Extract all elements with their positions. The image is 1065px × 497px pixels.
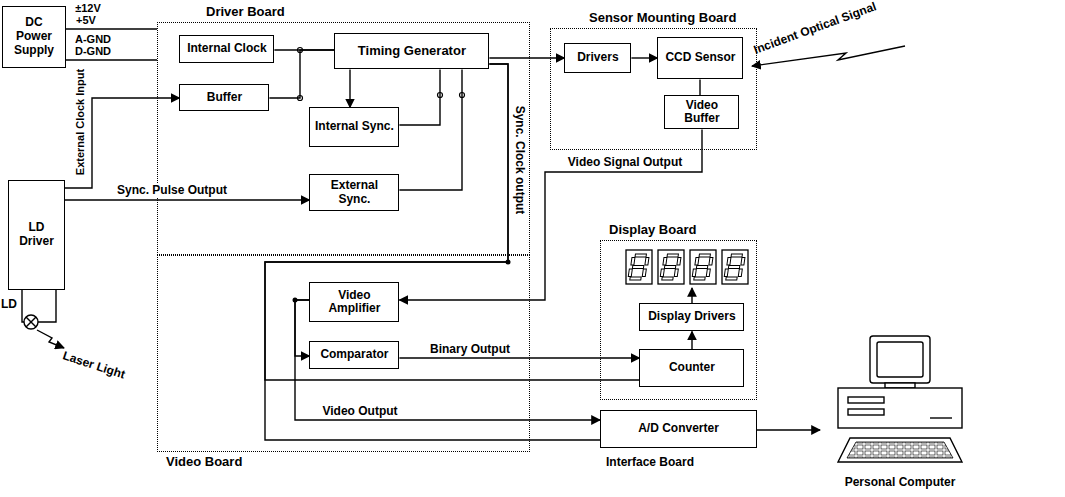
process-box: Video Buffer (664, 95, 739, 129)
annotation-label: A-GND (73, 32, 113, 46)
annotation-label: ±12V (73, 1, 103, 15)
signal-line (269, 50, 334, 98)
monitor (870, 336, 930, 383)
box-label: External Sync. (314, 179, 394, 207)
converter-box: A/D Converter (600, 410, 757, 448)
signal-label: External Clock Input (73, 67, 87, 177)
signal-line (631, 57, 657, 58)
box-label: Video Buffer (669, 99, 734, 127)
monitor-stand (885, 383, 915, 388)
signal-label: Sync. Pulse Output (115, 183, 229, 197)
box-label: Video Amplifier (314, 289, 394, 317)
keyboard-keys (847, 442, 953, 458)
process-box: Video Amplifier (309, 282, 399, 322)
board-region: Sensor Mounting BoardDriversCCD SensorVi… (550, 28, 757, 150)
heading-label: Personal Computer (820, 475, 980, 489)
annotation-label: Incident Optical Signal (750, 0, 880, 57)
process-box: Display Drivers (639, 303, 744, 331)
box-label: Counter (669, 361, 715, 375)
ld-symbol (26, 317, 36, 327)
ld-wire (38, 290, 56, 322)
signal-line (399, 69, 440, 125)
signal-line (66, 28, 157, 29)
process-box: Timing Generator (334, 33, 489, 69)
signal-line (265, 64, 639, 380)
heading-label: Display Board (609, 222, 696, 237)
process-box: Internal Sync. (309, 107, 399, 147)
digit (658, 250, 684, 284)
box-label: Buffer (207, 91, 242, 105)
process-box: Counter (639, 349, 744, 387)
process-box: Buffer (179, 84, 269, 111)
box-label: Internal Sync. (315, 120, 394, 134)
box-label: LD Driver (13, 221, 60, 249)
keyboard (838, 438, 962, 462)
computer-case (838, 388, 962, 428)
annotation-label: Interface Board (604, 455, 696, 469)
signal-label: Binary Output (428, 342, 512, 356)
annotation-label: D-GND (73, 44, 113, 58)
signal-label: Video Output (320, 404, 399, 418)
power-wire (66, 59, 157, 61)
signal-line (757, 429, 820, 430)
power-supply-box: DC Power Supply (2, 6, 66, 68)
box-label: Drivers (577, 51, 618, 65)
signal-line (399, 129, 702, 300)
signal-line (295, 300, 309, 356)
heading-label: Driver Board (206, 4, 285, 19)
computer-node: Personal Computer (820, 330, 980, 492)
drive-slot (848, 397, 884, 403)
case-detail (930, 417, 952, 418)
sensor-box: CCD Sensor (657, 37, 743, 79)
box-label: CCD Sensor (665, 51, 735, 65)
box-label: Comparator (320, 348, 388, 362)
signal-line (399, 357, 639, 358)
drive-slot (848, 409, 884, 415)
digit (722, 250, 748, 284)
signal-line (349, 69, 350, 107)
ld-wire (22, 290, 24, 322)
signal-line (399, 69, 462, 190)
ld-symbol (26, 317, 36, 327)
driver-box: LD Driver (8, 180, 65, 290)
box-label: Display Drivers (648, 310, 735, 324)
box-label: A/D Converter (638, 422, 719, 436)
digit (626, 250, 652, 284)
computer-illustration (838, 336, 962, 462)
ld-symbol (24, 315, 38, 329)
board-region: Driver BoardInternal ClockBufferTiming G… (157, 22, 530, 255)
process-box: External Sync. (309, 174, 399, 211)
annotation-label: Laser Light (59, 348, 129, 383)
annotation-label: +5V (74, 13, 98, 27)
signal-line (65, 199, 309, 200)
laser-diode (22, 290, 64, 348)
heading-label: Sensor Mounting Board (589, 10, 736, 25)
signal-label: Sync. Clock output (513, 104, 527, 217)
process-box: Comparator (309, 341, 399, 369)
signal-line (699, 79, 700, 95)
display-arrow (691, 288, 692, 304)
screen (877, 342, 923, 377)
box-label: Internal Clock (187, 42, 266, 56)
box-label: Timing Generator (358, 44, 466, 59)
signal-line (691, 331, 692, 349)
signal-line (489, 57, 564, 58)
process-box: Internal Clock (179, 35, 274, 63)
heading-label: Video Board (166, 454, 242, 469)
process-box: Drivers (564, 43, 631, 73)
signal-label: Video Signal Output (566, 155, 684, 169)
seven-segment-display (626, 250, 748, 284)
annotation-label: LD (0, 297, 19, 311)
laser-light-ray (37, 330, 64, 348)
digit (690, 250, 716, 284)
box-label: DC Power Supply (7, 16, 61, 57)
board-region: Display BoardDisplay DriversCounter (600, 240, 757, 400)
